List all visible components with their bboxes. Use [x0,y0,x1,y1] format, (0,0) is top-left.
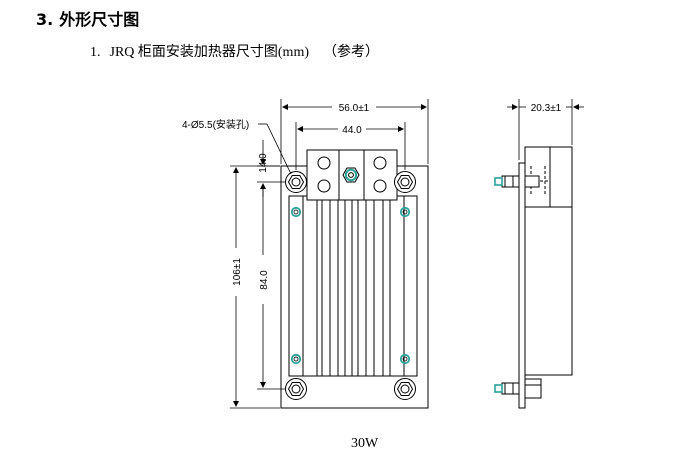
heatsink-fins [302,196,405,376]
section-heading: 3. 外形尺寸图 [36,6,139,30]
heatsink-body [288,195,418,377]
bolt-bottom-right [394,378,416,400]
dim-depth: 20.3±1 [531,103,562,114]
dim-height: 106±1 [232,258,243,286]
side-dimensions [507,99,584,160]
dim-overall-width: 56.0±1 [339,103,370,114]
section-title: 外形尺寸图 [59,10,140,29]
bolt-bottom-left [285,378,307,400]
hole-callout: 4-Ø5.5(安装孔) [182,118,249,131]
dim-mount-width: 44.0 [342,125,362,136]
side-view [494,146,573,409]
dim-top-offset: 14.0 [258,153,269,173]
figure-subheading: 1. JRQ 柜面安装加热器尺寸图(mm) （参考） [90,41,379,61]
front-view [280,149,429,409]
figure-caption: 30W [351,436,379,451]
bolt-top-left [285,171,307,193]
figure-title: JRQ 柜面安装加热器尺寸图(mm) [109,45,310,60]
front-dimensions [230,99,429,409]
section-number: 3. [36,10,54,29]
dim-mount-height: 84.0 [259,270,270,290]
figure-note: （参考） [323,45,379,60]
bolt-top-right [394,171,416,193]
figure-index: 1. [90,45,101,60]
